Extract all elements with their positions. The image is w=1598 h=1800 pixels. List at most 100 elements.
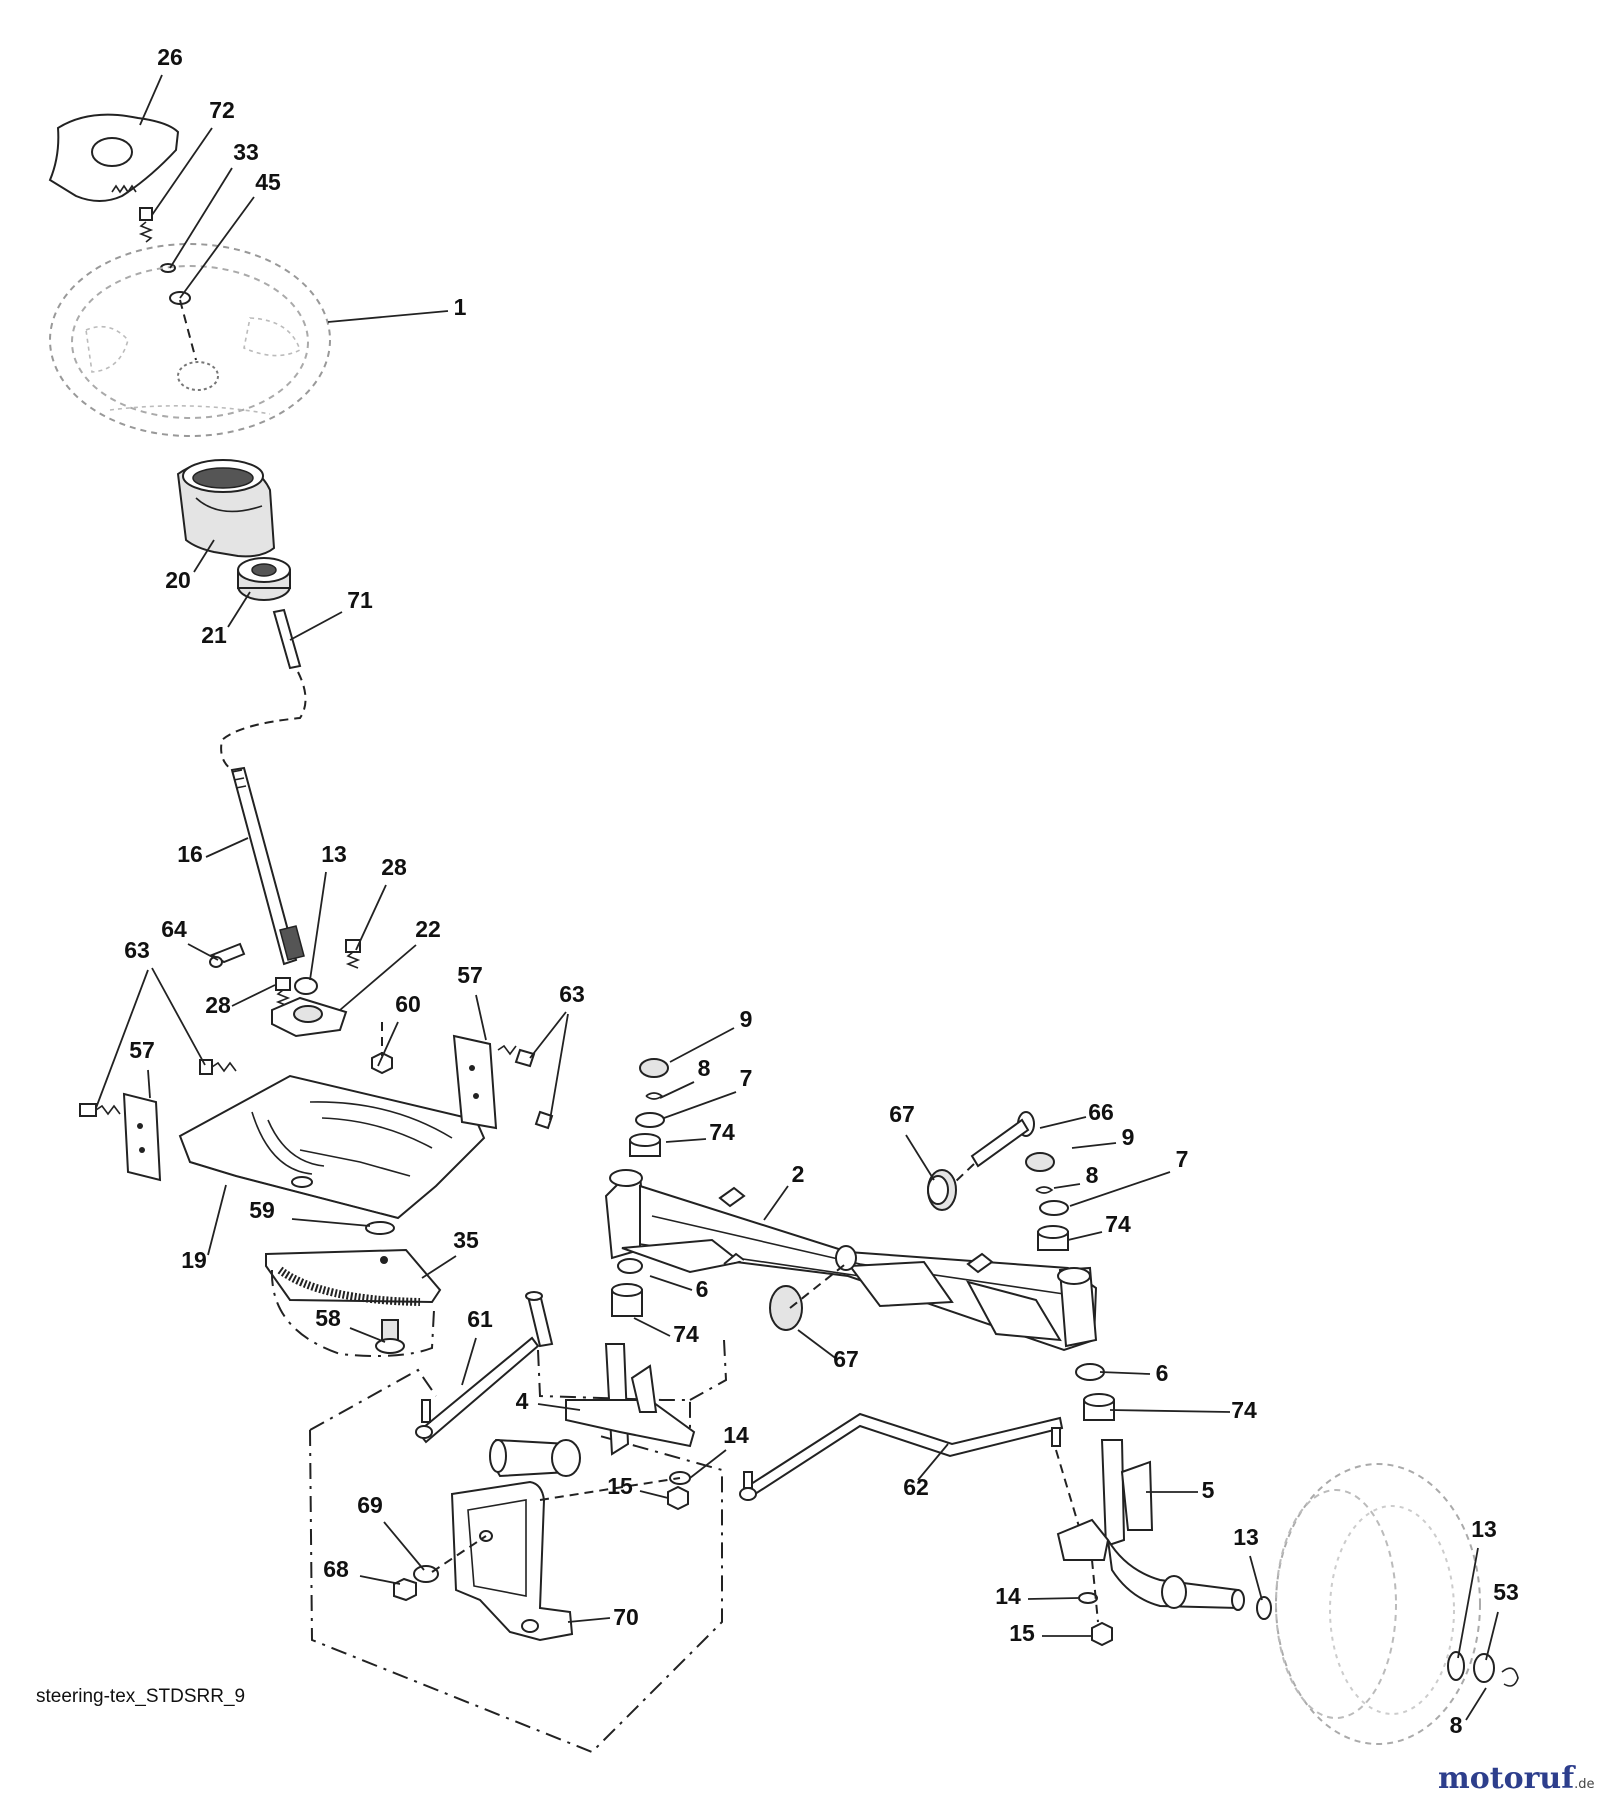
leader-line xyxy=(421,1255,457,1279)
front-wheel-part xyxy=(1275,1463,1519,1745)
callout-number: 1 xyxy=(454,294,467,320)
callout-number: 6 xyxy=(1156,1360,1169,1386)
leader-line xyxy=(1071,1142,1117,1149)
watermark-logo: motoruf.de xyxy=(1438,1761,1595,1796)
leader-line xyxy=(529,1011,567,1059)
callout-number: 21 xyxy=(201,622,227,648)
right-nut-washer-parts xyxy=(1078,1559,1272,1647)
leader-line xyxy=(95,969,149,1109)
leader-line xyxy=(633,1317,671,1337)
steering-bracket-part xyxy=(178,1074,486,1220)
leader-line xyxy=(139,74,163,126)
callout-number: 14 xyxy=(995,1583,1021,1609)
steering-shaft-part xyxy=(230,766,305,966)
callout-number: 66 xyxy=(1088,1099,1114,1125)
leader-line xyxy=(231,984,276,1007)
front-axle-part xyxy=(604,1169,1098,1352)
callout-number: 58 xyxy=(315,1305,341,1331)
leader-line xyxy=(917,1443,949,1481)
leader-line xyxy=(1069,1171,1171,1207)
leader-line xyxy=(1067,1231,1103,1241)
leader-line xyxy=(1457,1547,1479,1659)
callout-number: 7 xyxy=(740,1065,753,1091)
leader-line xyxy=(359,1575,401,1585)
steering-wheel-part xyxy=(49,243,331,437)
leader-line xyxy=(1465,1687,1487,1721)
leader-line xyxy=(669,1027,735,1063)
callout-number: 63 xyxy=(559,981,585,1007)
leader-line xyxy=(169,167,233,269)
leader-line xyxy=(665,1138,707,1143)
callout-number: 61 xyxy=(467,1306,493,1332)
callout-number: 62 xyxy=(903,1474,929,1500)
callout-number: 28 xyxy=(205,992,231,1018)
callout-number: 59 xyxy=(249,1197,275,1223)
callout-number: 71 xyxy=(347,587,373,613)
callout-number: 67 xyxy=(833,1346,859,1372)
leader-line xyxy=(567,1617,611,1623)
callout-number: 74 xyxy=(1231,1397,1257,1423)
leader-line xyxy=(151,967,206,1066)
callout-number: 72 xyxy=(209,97,235,123)
callout-number: 70 xyxy=(613,1604,639,1630)
callout-number: 45 xyxy=(255,169,281,195)
callout-number: 64 xyxy=(161,916,187,942)
tie-rod-part xyxy=(739,1412,1081,1531)
leader-line xyxy=(309,871,327,981)
leader-line xyxy=(689,1449,727,1479)
leader-line xyxy=(1099,1371,1151,1375)
callout-number: 13 xyxy=(1233,1524,1259,1550)
callout-number: 22 xyxy=(415,916,441,942)
bolt-part xyxy=(138,207,197,361)
left-king-pin-stack xyxy=(611,1058,669,1317)
callout-number: 20 xyxy=(165,567,191,593)
leader-line xyxy=(659,1081,695,1099)
callout-number: 5 xyxy=(1202,1477,1215,1503)
callout-number: 8 xyxy=(1450,1712,1463,1738)
leader-line xyxy=(1027,1597,1079,1600)
leader-line xyxy=(1485,1611,1499,1661)
callout-number: 9 xyxy=(740,1006,753,1032)
callout-number: 13 xyxy=(1471,1516,1497,1542)
leader-line xyxy=(349,1327,386,1343)
leader-line xyxy=(649,1275,693,1291)
callout-number: 57 xyxy=(457,962,483,988)
callout-number: 9 xyxy=(1122,1124,1135,1150)
left-spindle-part xyxy=(489,1343,696,1478)
leader-line xyxy=(461,1337,477,1386)
callout-number: 68 xyxy=(323,1556,349,1582)
leader-line xyxy=(1249,1555,1263,1601)
side-plates-part xyxy=(79,1034,554,1182)
callout-number: 14 xyxy=(723,1422,749,1448)
callout-number: 26 xyxy=(157,44,183,70)
leader-line xyxy=(327,310,449,323)
callout-number: 13 xyxy=(321,841,347,867)
leader-line xyxy=(227,591,251,628)
callout-number: 60 xyxy=(395,991,421,1017)
callout-number: 57 xyxy=(129,1037,155,1063)
callout-number: 35 xyxy=(453,1227,479,1253)
callout-number: 69 xyxy=(357,1492,383,1518)
leader-line xyxy=(639,1490,669,1499)
callout-number: 8 xyxy=(698,1055,711,1081)
leader-line xyxy=(179,196,255,299)
leader-line xyxy=(151,127,213,216)
leader-line xyxy=(763,1185,789,1221)
leader-line xyxy=(147,1069,151,1099)
leader-line xyxy=(205,837,249,858)
leader-line xyxy=(1053,1183,1081,1189)
leader-line xyxy=(475,994,487,1041)
right-king-pin-stack xyxy=(1025,1152,1115,1421)
leader-line xyxy=(291,1218,371,1227)
callout-number: 4 xyxy=(516,1388,529,1414)
callout-number: 7 xyxy=(1176,1146,1189,1172)
leader-line xyxy=(339,944,417,1011)
right-spindle-part xyxy=(1056,1439,1245,1611)
callout-number: 8 xyxy=(1086,1162,1099,1188)
leader-line xyxy=(1109,1409,1231,1413)
callout-number: 74 xyxy=(673,1321,699,1347)
callout-number: 19 xyxy=(181,1247,207,1273)
leader-line xyxy=(1039,1116,1087,1129)
